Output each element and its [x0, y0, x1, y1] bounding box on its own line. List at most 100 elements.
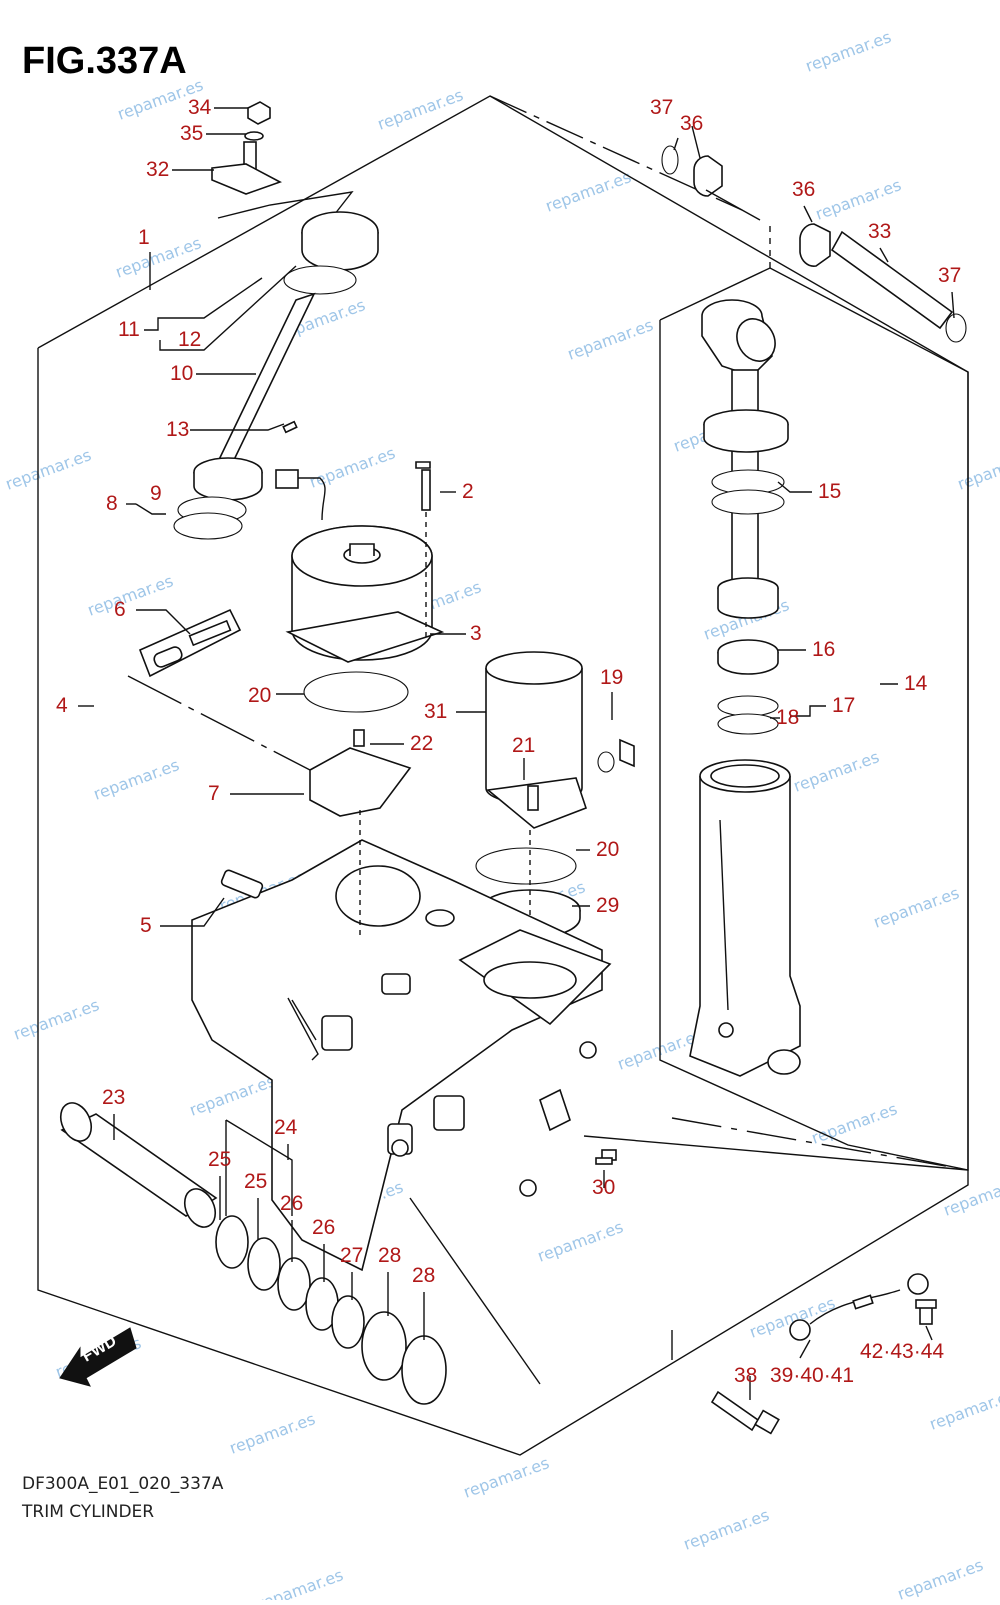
- callout-label: 17: [832, 694, 855, 717]
- callout-label: 26: [280, 1192, 303, 1215]
- bolt-38: [710, 1390, 780, 1435]
- watermark-text: repamar.es: [307, 443, 398, 492]
- callout-label: 3: [470, 622, 482, 645]
- callout-label: 4: [56, 694, 68, 717]
- callout-label: 42·43·44: [860, 1340, 944, 1363]
- watermark-text: repamar.es: [809, 1099, 900, 1148]
- callout-label: 15: [818, 480, 841, 503]
- trim-cylinder-14: [689, 299, 801, 1077]
- callout-label: 6: [114, 598, 126, 621]
- figure-name: TRIM CYLINDER: [22, 1502, 155, 1522]
- rings-24-28: [215, 1119, 447, 1405]
- callout-label: 1: [138, 226, 150, 249]
- callout-label: 10: [170, 362, 193, 385]
- watermark-text: repamar.es: [565, 315, 656, 364]
- watermark-text: repamar.es: [113, 233, 204, 282]
- callout-label: 36: [792, 178, 815, 201]
- plug-19: [597, 738, 635, 773]
- stud-bolt-assembly: [211, 101, 354, 229]
- leader-line: [925, 1325, 933, 1341]
- watermark-text: repamar.es: [681, 1505, 772, 1554]
- callout-label: 31: [424, 700, 447, 723]
- watermark-text: repamar.es: [791, 747, 882, 796]
- callout-label: 39·40·41: [770, 1364, 854, 1387]
- trim-motor: [275, 461, 445, 663]
- callout-label: 19: [600, 666, 623, 689]
- callout-label: 9: [150, 482, 162, 505]
- watermark-text: repamar.es: [85, 571, 176, 620]
- callout-label: 20: [596, 838, 619, 861]
- callout-label: 32: [146, 158, 169, 181]
- callout-label: 23: [102, 1086, 125, 1109]
- watermark-text: repamar.es: [91, 755, 182, 804]
- callout-label: 22: [410, 732, 433, 755]
- callout-label: 13: [166, 418, 189, 441]
- watermark-text: repamar.es: [803, 27, 894, 76]
- figure-title: FIG.337A: [22, 40, 187, 82]
- leader-line: [790, 705, 826, 717]
- screw-42: [915, 1299, 937, 1325]
- callout-label: 2: [462, 480, 474, 503]
- callout-label: 24: [274, 1116, 298, 1139]
- callout-label: 38: [734, 1364, 757, 1387]
- callout-label: 36: [680, 112, 703, 135]
- leader-line: [777, 481, 812, 493]
- leader-lines: [78, 107, 955, 1400]
- callout-label: 28: [412, 1264, 435, 1287]
- watermark-text: repamar.es: [11, 995, 102, 1044]
- watermark-text: repamar.es: [871, 883, 962, 932]
- watermark-text: repamar.es: [227, 1409, 318, 1458]
- callout-label: 21: [512, 734, 535, 757]
- callout-label: 25: [244, 1170, 267, 1193]
- leader-line: [803, 205, 813, 223]
- watermark-text: repamar.es: [955, 445, 1000, 494]
- trim-shaft-23: [59, 1102, 218, 1228]
- watermark-text: repamar.es: [543, 167, 634, 216]
- valve-plate: [127, 675, 412, 817]
- leader-line: [691, 125, 701, 159]
- callout-label: 27: [340, 1244, 363, 1267]
- pump-body: [191, 810, 969, 1385]
- callout-label: 8: [106, 492, 118, 515]
- callout-label: 30: [592, 1176, 615, 1199]
- watermark-text: repamar.es: [187, 1071, 278, 1120]
- oring-20-a: [303, 671, 409, 713]
- figure-code: DF300A_E01_020_337A: [22, 1474, 224, 1494]
- fitting-5: [220, 869, 264, 899]
- callout-label: 37: [650, 96, 673, 119]
- callout-label: 16: [812, 638, 835, 661]
- ground-cable-39: [789, 1273, 929, 1341]
- callout-label: 18: [776, 706, 799, 729]
- watermark-text: repamar.es: [535, 1217, 626, 1266]
- leader-line: [144, 277, 263, 331]
- bolt-30: [595, 1149, 617, 1165]
- manual-valve: [138, 608, 242, 678]
- leader-line: [135, 503, 166, 515]
- watermark-text: repamar.es: [927, 1385, 1000, 1434]
- callout-label: 34: [188, 96, 212, 119]
- reservoir-31: [485, 651, 588, 829]
- callout-label: 35: [180, 122, 203, 145]
- leader-line: [799, 1339, 811, 1359]
- watermark-text: repamar.es: [255, 1565, 346, 1600]
- pin-33-assembly: [661, 145, 967, 343]
- callout-label: 33: [868, 220, 891, 243]
- callout-label: 25: [208, 1148, 231, 1171]
- watermark-text: repamar.es: [3, 445, 94, 494]
- leader-line: [160, 897, 225, 927]
- leader-line: [879, 247, 889, 263]
- callout-label: 11: [118, 318, 140, 341]
- leader-line: [951, 291, 955, 319]
- callout-label: 37: [938, 264, 961, 287]
- watermark-text: repamar.es: [461, 1453, 552, 1502]
- callout-label: 20: [248, 684, 271, 707]
- callout-label: 12: [178, 328, 201, 351]
- leader-line: [136, 609, 191, 635]
- callout-label: 28: [378, 1244, 401, 1267]
- callout-label: 26: [312, 1216, 335, 1239]
- leader-line: [190, 423, 285, 431]
- callout-label: 29: [596, 894, 619, 917]
- watermark-text: repamar.es: [375, 85, 466, 134]
